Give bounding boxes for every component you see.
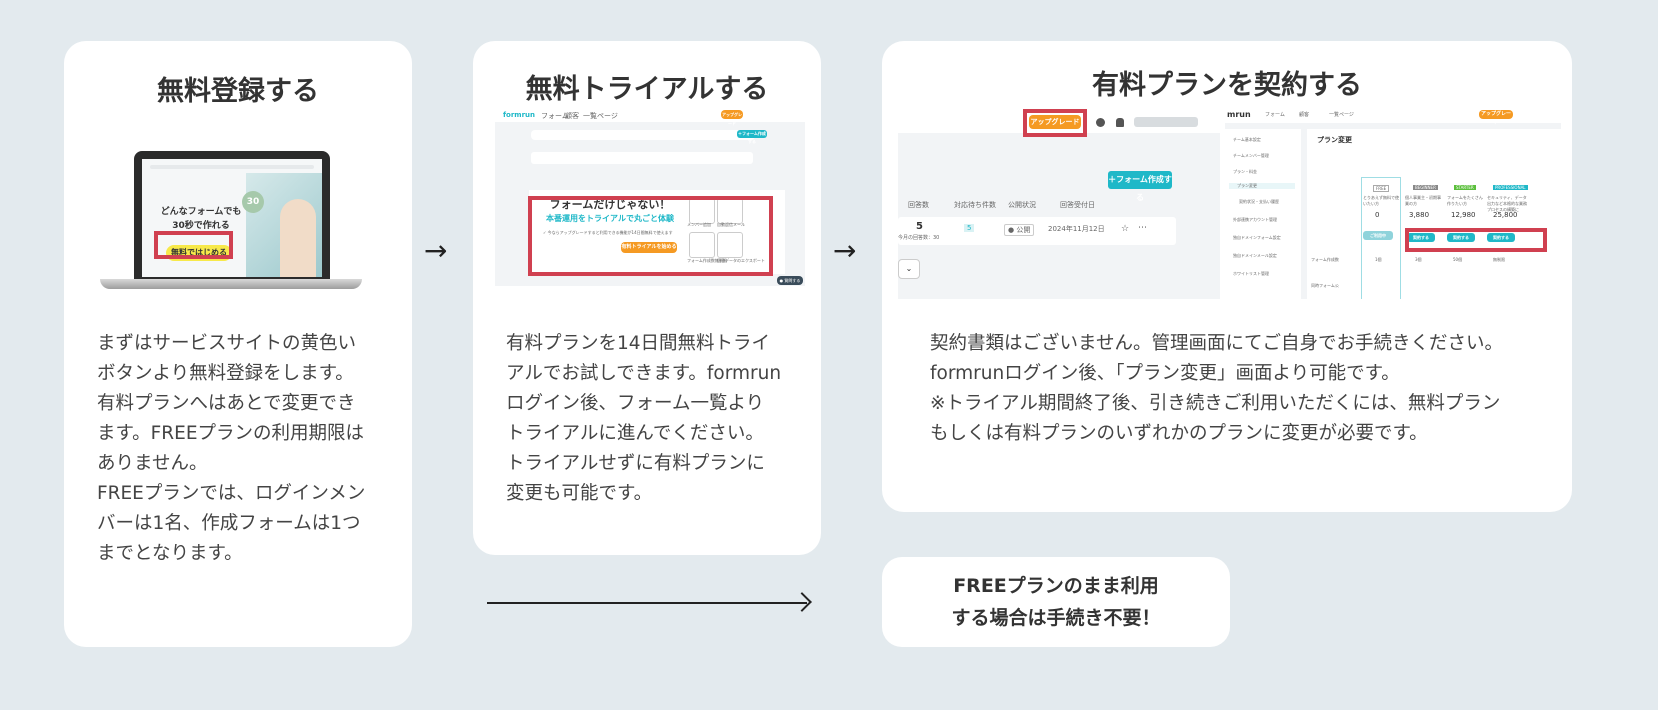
plan-name-starter: STARTER: [1454, 185, 1476, 190]
plan-panel: [1307, 129, 1561, 299]
column-answers: 回答数: [908, 201, 929, 209]
form-row[interactable]: [898, 217, 1176, 245]
row-value-beginner: 3個: [1415, 257, 1422, 262]
laptop-base: [100, 279, 362, 289]
highlight-box: [1405, 228, 1547, 252]
banner-title: フォームだけじゃない！: [549, 198, 671, 211]
nav-customers[interactable]: 顧客: [1299, 112, 1310, 118]
answer-count: 5: [916, 221, 923, 232]
row-value-starter: 50個: [1453, 257, 1463, 262]
plan-price-free: 0: [1375, 211, 1380, 219]
settings-sidebar: [1225, 129, 1301, 299]
upgrade-button[interactable]: アップグレード: [1479, 110, 1513, 126]
plan-price-starter: 12,980: [1451, 211, 1476, 219]
plan-change-screenshot: mrun フォーム 顧客 一覧ページ アップグレード チーム基本設定 チームメン…: [1225, 107, 1561, 299]
create-form-button[interactable]: ＋フォーム作成する: [1108, 171, 1172, 202]
feature-forms-label: フォーム作成数無制限: [687, 258, 727, 263]
contract-professional-button[interactable]: 契約する: [1487, 233, 1515, 242]
nav-forms[interactable]: フォーム: [1265, 112, 1285, 118]
row-label-concurrent: 同時フォーム公: [1311, 283, 1339, 288]
banner-subtitle: 本番運用をトライアルで丸ごと体験: [546, 214, 674, 223]
plan-name-professional: PROFESSIONAL: [1493, 185, 1528, 190]
step-card-free-signup: 無料登録する 30 どんなフォームでも 30秒で作れる 無料ではじめる まずはサ…: [64, 41, 412, 647]
row-value-professional: 無制限: [1493, 257, 1505, 262]
highlight-box: [528, 196, 773, 276]
step-title: 無料トライアルする: [525, 74, 769, 105]
laptop-display: 30 どんなフォームでも 30秒で作れる 無料ではじめる: [142, 159, 322, 277]
arrow-head-icon: [792, 592, 812, 612]
nav-customers[interactable]: 顧客: [565, 112, 579, 120]
highlight-box: [154, 231, 233, 259]
arrow-icon: →: [424, 234, 448, 267]
sidebar-item-mail-domain[interactable]: 独自ドメインメール設定: [1233, 253, 1277, 258]
feature-badge: 30: [242, 191, 264, 213]
feature-mail-label: 自動返信メール: [717, 222, 745, 227]
contract-starter-button[interactable]: 契約する: [1447, 233, 1475, 242]
arrow-icon: →: [833, 234, 857, 267]
column-status: 公開状況: [1008, 201, 1036, 209]
formrun-logo: mrun: [1227, 110, 1251, 119]
help-icon[interactable]: [1096, 118, 1105, 127]
sidebar-item-integrations[interactable]: 外部連携アカウント管理: [1233, 217, 1277, 222]
receive-date: 2024年11月12日: [1048, 225, 1105, 233]
nav-list-pages[interactable]: 一覧ページ: [1329, 112, 1354, 118]
chat-button[interactable]: ● 質問する: [777, 276, 803, 285]
contract-beginner-button[interactable]: 契約する: [1407, 233, 1435, 242]
column-date: 回答受付日: [1060, 201, 1095, 209]
plan-price-professional: 25,800: [1493, 211, 1518, 219]
feature-export-label: 回答データのエクスポート: [717, 258, 765, 263]
highlight-box: [1023, 109, 1087, 137]
free-plan-note: FREEプランのまま利用 する場合は手続き不要！: [882, 557, 1230, 647]
column-pending: 対応待ち件数: [954, 201, 996, 209]
more-icon[interactable]: ⋯: [1138, 223, 1147, 233]
step-card-free-trial: 無料トライアルする formrun フォーム 顧客 一覧ページ アップグレード …: [473, 41, 821, 555]
plan-panel-title: プラン変更: [1317, 136, 1352, 144]
form-list-screenshot: アップグレード ＋フォーム作成する 回答数 対応待ち件数 公開状況 回答受付日 …: [898, 107, 1220, 299]
sidebar-item-plan-change[interactable]: プラン変更: [1229, 183, 1295, 189]
laptop-headline: どんなフォームでも 30秒で作れる: [160, 207, 242, 231]
pending-badge: 5: [964, 224, 975, 232]
star-icon[interactable]: ☆: [1121, 224, 1130, 234]
plan-desc-beginner: 個人事業主・初期事業の方: [1405, 195, 1441, 206]
sidebar-item-whitelist[interactable]: ホワイトリスト管理: [1233, 271, 1269, 276]
sidebar-item-plan[interactable]: プラン・料金: [1233, 169, 1257, 174]
sidebar-item-members[interactable]: チームメンバー管理: [1233, 153, 1269, 158]
sidebar-item-form-domain[interactable]: 独自ドメインフォーム設定: [1233, 235, 1281, 240]
feature-forms-icon: [689, 232, 715, 258]
answer-count-sub: 今月の回答数：30: [898, 235, 940, 241]
laptop-screenshot: 30 どんなフォームでも 30秒で作れる 無料ではじめる: [100, 151, 362, 291]
plan-name-beginner: BEGINNER: [1413, 185, 1438, 190]
feature-export-icon: [717, 232, 743, 258]
row-value-free: 1個: [1375, 257, 1382, 262]
current-plan-button: ご利用中: [1363, 231, 1393, 240]
step-title: 無料登録する: [157, 76, 319, 107]
upgrade-button[interactable]: アップグレード: [721, 110, 743, 126]
sidebar-item-team-settings[interactable]: チーム基本設定: [1233, 137, 1261, 142]
status-badge: ● 公開: [1004, 224, 1035, 236]
plan-price-beginner: 3,880: [1409, 211, 1430, 219]
plan-desc-starter: フォームをたくさん作りたい方: [1447, 195, 1483, 206]
row-label-forms: フォーム作成数: [1311, 257, 1339, 262]
skip-arrow: [487, 592, 812, 612]
start-trial-button[interactable]: 有料トライアルを始める: [621, 242, 677, 253]
formrun-logo: formrun: [503, 111, 536, 119]
step-card-paid-contract: 有料プランを契約する アップグレード ＋フォーム作成する 回答数 対応待ち件数 …: [882, 41, 1572, 512]
step-description: まずはサービスサイトの黄色い ボタンより無料登録をします。 有料プランへはあとで…: [97, 333, 366, 564]
notification-icon[interactable]: [1116, 118, 1124, 127]
feature-member-label: メンバー追加: [687, 222, 711, 227]
plan-desc-professional: セキュリティ、データ出力など本格的な業務プロセスの構築に: [1487, 195, 1527, 212]
chevron-down-icon[interactable]: ⌄: [898, 259, 920, 279]
upgrade-button[interactable]: アップグレード: [1029, 115, 1081, 129]
plan-desc-free: とりあえず無料で使いたい方: [1363, 195, 1399, 206]
nav-list-pages[interactable]: 一覧ページ: [583, 112, 618, 120]
banner-note: ✓ 今ならアップグレードすると利用できる機能が14日間無料で使えます: [543, 230, 673, 235]
step-description: 契約書類はございません。管理画面にてご自身でお手続きください。 formrunロ…: [930, 333, 1503, 444]
nav-forms[interactable]: フォーム: [541, 112, 569, 120]
create-form-button[interactable]: ＋フォーム作成する: [737, 130, 767, 144]
step-description: 有料プランを14日間無料トライ アルでお試しできます。formrun ログイン後…: [506, 333, 782, 504]
step-title: 有料プランを契約する: [1092, 70, 1362, 101]
sidebar-item-billing[interactable]: 契約状況・支払い履歴: [1239, 199, 1279, 204]
account-menu[interactable]: [1134, 117, 1198, 127]
plan-name-free: FREE: [1373, 185, 1390, 192]
